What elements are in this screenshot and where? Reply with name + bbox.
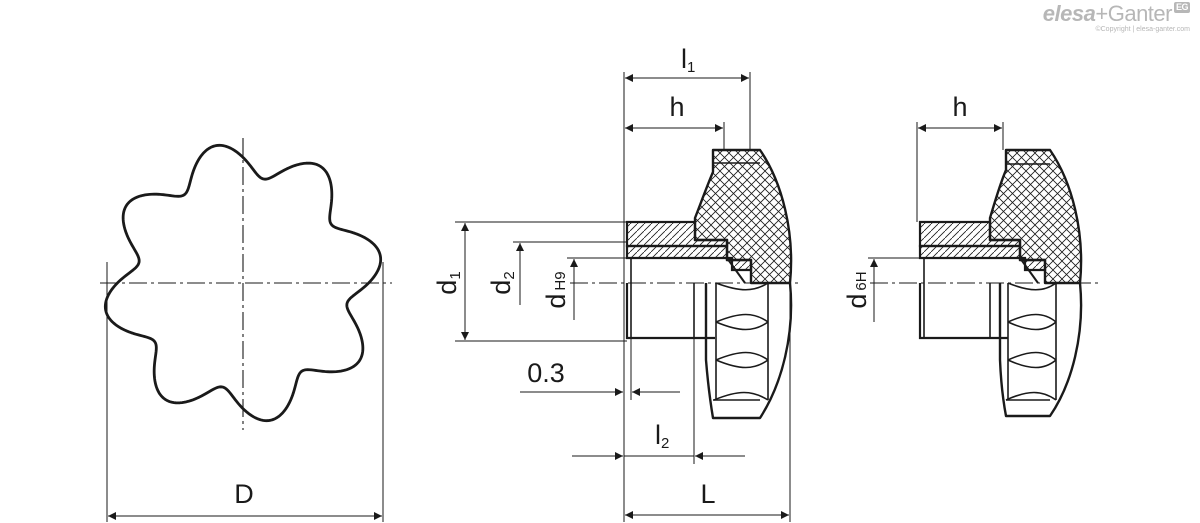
insert-sleeve-section [918, 244, 1047, 272]
knob-lobe-profile [713, 282, 769, 401]
label-D: D [234, 479, 254, 509]
label-d-h9: dH9 [541, 271, 571, 308]
brand-name-part1: elesa [1042, 1, 1096, 26]
label-h-right: h [952, 92, 967, 122]
chamfer-line-b [1019, 257, 1039, 284]
knob-body-section [693, 148, 793, 285]
label-h-left: h [669, 92, 684, 122]
brand-badge: EG [1173, 2, 1190, 13]
knob-lower-outline-b [998, 282, 1083, 418]
bushing-sleeve-section [625, 244, 753, 272]
label-l2: l2 [655, 420, 669, 452]
label-d1: d1 [432, 271, 464, 294]
section-view-threaded: h d6H [842, 92, 1100, 418]
label-clearance: 0.3 [527, 358, 565, 388]
bushing-lower-view [625, 283, 715, 340]
brand-copyright: ©Copyright | elesa-ganter.com [1095, 26, 1190, 33]
front-view: D [100, 138, 392, 522]
brand-plus: + [1095, 1, 1108, 26]
label-d-6h: d6H [842, 271, 872, 308]
insert-lower-view [918, 283, 1008, 340]
brand-name-part2: Ganter [1107, 1, 1173, 26]
label-d2: d2 [486, 271, 518, 294]
section-view-bushing: l1 h d1 d2 dH9 0.3 l2 L [432, 44, 800, 522]
label-l1: l1 [681, 44, 695, 76]
chamfer-line [726, 257, 746, 284]
label-L: L [700, 479, 715, 509]
knob-lobe-profile-b [1005, 282, 1057, 401]
